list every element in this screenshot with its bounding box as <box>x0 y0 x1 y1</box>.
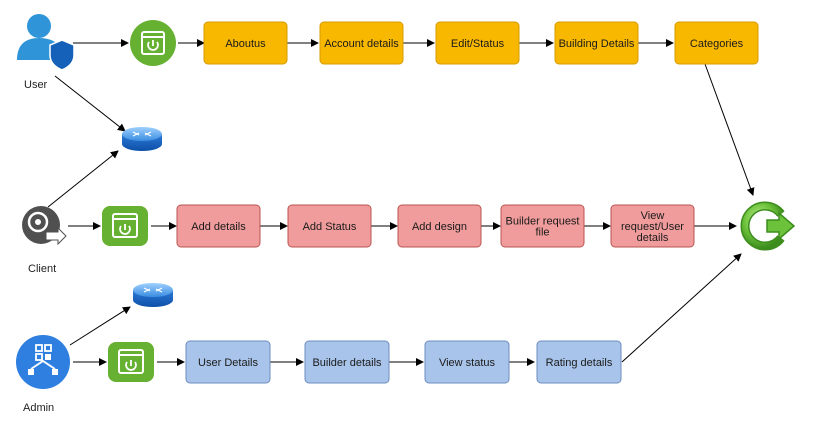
user-categories-label: Categories <box>690 38 744 50</box>
client-add-status-node[interactable]: Add Status <box>287 204 372 248</box>
user-account-details-label: Account details <box>324 38 399 50</box>
user-building-details-box <box>554 21 639 65</box>
client-add-details-label: Add details <box>191 221 246 233</box>
client-builder-request-file-box <box>500 204 585 248</box>
client-builder-request-file-label: Builder request <box>506 216 580 228</box>
user-edit-status-label: Edit/Status <box>451 38 505 50</box>
admin-rating-details-label: Rating details <box>546 357 613 369</box>
client-view-request-user-details-label: request/User <box>621 221 684 233</box>
login-power-icon[interactable] <box>108 342 154 382</box>
client-view-request-user-details-label: View <box>641 210 665 222</box>
admin-view-status-label: View status <box>439 357 496 369</box>
login-power-icon[interactable] <box>130 20 176 66</box>
edge-admin-to-router <box>69 306 131 346</box>
exit-arrow-icon[interactable] <box>740 201 796 251</box>
user-categories-node[interactable]: Categories <box>674 21 759 65</box>
user-building-details-label: Building Details <box>559 38 635 50</box>
client-view-request-user-details-label: details <box>637 232 669 244</box>
edges <box>47 39 755 366</box>
edge-client-to-router <box>47 150 119 208</box>
client-add-status-box <box>287 204 372 248</box>
edge-rating-to-end <box>621 253 742 363</box>
user-edit-status-node[interactable]: Edit/Status <box>435 21 520 65</box>
client-export-icon <box>22 206 67 246</box>
user-shield-icon <box>17 14 75 71</box>
client-add-design-label: Add design <box>412 221 467 233</box>
user-aboutus-node[interactable]: Aboutus <box>203 21 288 65</box>
client-label: Client <box>28 263 56 275</box>
admin-view-status-node[interactable]: View status <box>424 340 510 384</box>
admin-label: Admin <box>23 402 54 414</box>
user-building-details-node[interactable]: Building Details <box>554 21 639 65</box>
user-account-details-node[interactable]: Account details <box>319 21 404 65</box>
user-label: User <box>24 79 48 91</box>
user-edit-status-box <box>435 21 520 65</box>
router-icon <box>122 127 162 151</box>
client-actor[interactable]: Client <box>22 206 67 275</box>
client-add-details-node[interactable]: Add details <box>176 204 261 248</box>
admin-builder-details-node[interactable]: Builder details <box>304 340 390 384</box>
user-actor[interactable]: User <box>17 14 75 91</box>
admin-rating-details-box <box>536 340 622 384</box>
admin-user-details-label: User Details <box>198 357 258 369</box>
user-aboutus-label: Aboutus <box>225 38 266 50</box>
admin-flow: User Details Builder details View status Ra… <box>185 340 622 384</box>
user-account-details-box <box>319 21 404 65</box>
client-add-design-box <box>397 204 482 248</box>
client-view-request-user-details-box <box>610 204 695 248</box>
admin-builder-details-box <box>304 340 390 384</box>
admin-view-status-box <box>424 340 510 384</box>
login-power-icon[interactable] <box>102 206 148 246</box>
user-categories-box <box>674 21 759 65</box>
admin-rating-details-node[interactable]: Rating details <box>536 340 622 384</box>
client-add-details-box <box>176 204 261 248</box>
client-flow: Add details Add Status Add design Builder r… <box>176 204 695 248</box>
client-add-design-node[interactable]: Add design <box>397 204 482 248</box>
client-add-status-label: Add Status <box>303 221 357 233</box>
admin-user-details-box <box>185 340 271 384</box>
user-aboutus-box <box>203 21 288 65</box>
admin-builder-details-label: Builder details <box>312 357 382 369</box>
admin-network-icon <box>16 335 70 389</box>
user-flow: Aboutus Account details Edit/Status Buildin… <box>203 21 759 65</box>
router-icon <box>133 283 173 307</box>
admin-actor[interactable]: Admin <box>16 335 70 414</box>
edge-user-to-router <box>54 75 126 132</box>
edge-categories-to-end <box>704 63 755 196</box>
admin-user-details-node[interactable]: User Details <box>185 340 271 384</box>
client-builder-request-file-label: file <box>535 227 549 239</box>
